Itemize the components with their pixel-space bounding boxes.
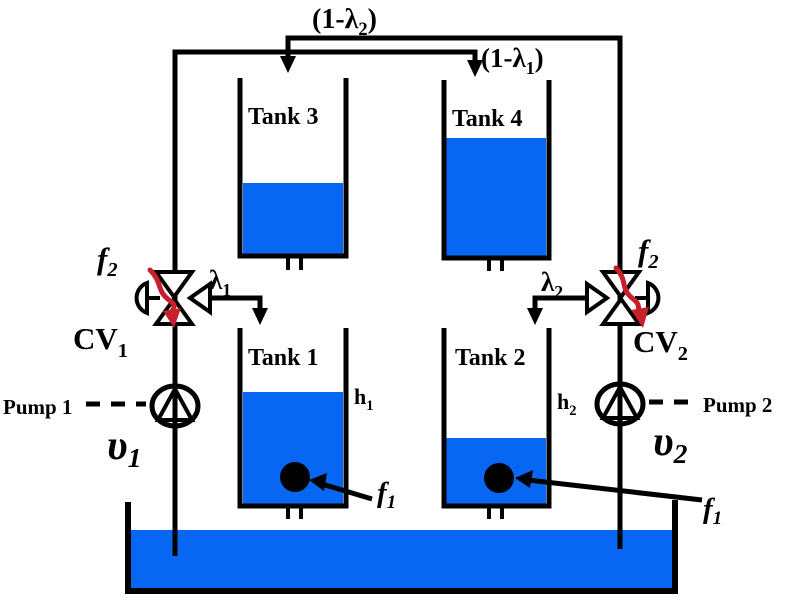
cv1-actuator — [134, 280, 149, 316]
label-flow-split-inner-base: (1-λ — [481, 43, 526, 73]
valve-cv1 — [134, 267, 212, 328]
label-flow-split-top-subscript: 2 — [358, 19, 367, 39]
tank1-leak-dot — [280, 462, 310, 492]
tank3-water — [243, 183, 343, 255]
label-cv2-subscript: 2 — [678, 343, 688, 365]
label-f2-left: f2 — [97, 241, 118, 281]
label-v1: υ1 — [107, 423, 141, 473]
label-f2-left-base: f — [97, 241, 110, 276]
tank3-outlet — [286, 258, 303, 270]
label-tank3: Tank 3 — [248, 104, 319, 130]
tank2-walls — [441, 328, 552, 509]
label-lambda2: λ2 — [541, 267, 563, 302]
label-f2-right-subscript: 2 — [647, 251, 658, 273]
tank2-leak-dot — [484, 463, 514, 493]
label-pump1: Pump 1 — [3, 395, 72, 419]
label-cv2-base: CV — [633, 324, 678, 359]
cv2-fault-arrowhead — [631, 307, 649, 328]
tank3-walls — [237, 78, 349, 259]
label-tank1: Tank 1 — [248, 345, 319, 371]
cv1-side-triangle — [186, 280, 212, 316]
label-f1-tank1-subscript: 1 — [387, 492, 397, 513]
cv2-actuator — [646, 280, 661, 316]
label-f1-tank1: f1 — [377, 477, 396, 513]
label-lambda2-base: λ — [541, 267, 555, 297]
pump2-triangle — [599, 382, 641, 420]
label-h2-subscript: 2 — [569, 403, 576, 419]
pump1-symbol — [86, 383, 201, 429]
flow-arrow-into-tank3 — [280, 56, 296, 73]
label-cv2: CV2 — [633, 324, 688, 365]
tank2-leak-arrowhead — [515, 470, 533, 488]
tank4-water — [446, 138, 546, 257]
cv1-fault-curve — [147, 267, 177, 315]
flow-arrow-into-tank2 — [527, 308, 543, 325]
label-lambda1-subscript: 1 — [222, 280, 231, 300]
tank1-walls — [237, 328, 349, 509]
label-h2-base: h — [557, 389, 569, 414]
label-tank2: Tank 2 — [455, 345, 526, 371]
tank4-outlet — [487, 260, 504, 271]
pump1-triangle — [154, 384, 196, 422]
label-v2: υ2 — [653, 419, 688, 469]
valve-cv2 — [585, 265, 661, 328]
cv2-side-triangle — [585, 280, 611, 316]
tank4-walls — [441, 80, 552, 261]
label-flow-split-inner: (1-λ1) — [481, 43, 544, 78]
lambda2-branch-pipe — [532, 295, 588, 310]
label-v2-subscript: 2 — [673, 438, 688, 469]
reservoir-walls — [125, 500, 678, 594]
flow-arrow-into-tank4 — [467, 60, 483, 77]
label-lambda1: λ1 — [209, 265, 231, 300]
tank1-outlet — [286, 508, 303, 519]
flow-arrow-into-tank1 — [252, 308, 268, 325]
label-f2-right-base: f — [638, 233, 651, 268]
label-flow-split-inner-close: ) — [535, 43, 544, 73]
label-h1: h1 — [354, 384, 374, 414]
label-flow-split-top: (1-λ2) — [312, 4, 377, 39]
tank2-outlet — [487, 508, 504, 519]
label-f1-tank2: f1 — [703, 493, 722, 529]
label-flow-split-top-base: (1-λ — [312, 4, 359, 35]
label-h2: h2 — [557, 389, 577, 419]
label-flow-split-top-close: ) — [368, 4, 377, 35]
pump2-symbol — [594, 381, 699, 427]
label-flow-split-inner-subscript: 1 — [526, 58, 535, 78]
label-tank4: Tank 4 — [452, 106, 523, 132]
cv2-fault-curve — [613, 265, 642, 315]
cv1-fault-arrowhead — [163, 308, 181, 328]
lambda1-branch-pipe — [210, 295, 263, 310]
label-f1-tank2-subscript: 1 — [713, 508, 723, 529]
label-cv1-subscript: 1 — [118, 340, 128, 362]
cv1-top-triangle — [152, 270, 196, 301]
label-v1-subscript: 1 — [128, 442, 142, 473]
tank1-leak-arrow-line — [321, 481, 373, 502]
label-lambda1-base: λ — [209, 265, 223, 295]
reservoir-water — [131, 530, 672, 589]
label-pump2: Pump 2 — [703, 393, 772, 417]
label-f2-right: f2 — [638, 233, 659, 273]
label-cv1-base: CV — [73, 321, 118, 356]
label-f2-left-subscript: 2 — [106, 259, 117, 281]
label-v1-base: υ — [107, 423, 128, 469]
tank2-leak-arrow-line — [527, 477, 703, 503]
tank1-leak-arrowhead — [309, 473, 327, 491]
label-lambda2-subscript: 2 — [554, 282, 563, 302]
label-h1-base: h — [354, 384, 366, 409]
label-h1-subscript: 1 — [366, 398, 373, 414]
cv2-bottom-triangle — [599, 295, 643, 326]
label-cv1: CV1 — [73, 321, 128, 362]
label-v2-base: υ — [653, 419, 674, 465]
